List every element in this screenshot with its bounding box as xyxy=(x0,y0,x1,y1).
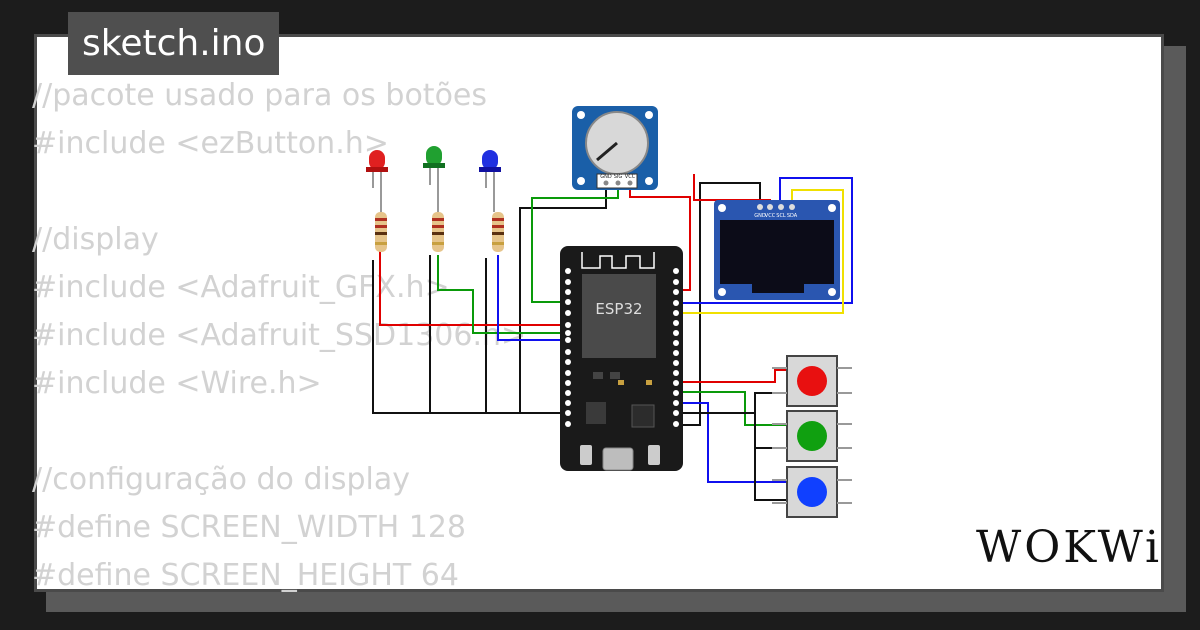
code-line: #define SCREEN_WIDTH 128 xyxy=(32,510,467,545)
wire-led-red-sig xyxy=(379,250,566,326)
code-line: #include <Adafruit_GFX.h> xyxy=(32,270,450,305)
button-green-cap[interactable] xyxy=(797,421,827,451)
resistor-3 xyxy=(492,212,504,252)
esp32-board[interactable]: ESP32 xyxy=(560,246,683,471)
oled-display[interactable]: GND VCC SCL SDA xyxy=(714,200,840,300)
wire-pot-vcc xyxy=(629,182,691,291)
code-preview: //pacote usado para os botões #include <e… xyxy=(32,72,526,600)
oled-pin-sda-label: SDA xyxy=(787,213,798,219)
wire-pot-sig xyxy=(531,182,619,303)
led-blue[interactable] xyxy=(479,150,501,212)
button-blue-cap[interactable] xyxy=(797,477,827,507)
wire-btn-gnd-3 xyxy=(754,448,790,501)
wire-pot-gnd xyxy=(519,182,607,413)
button-red-cap[interactable] xyxy=(797,366,827,396)
oled-pin-gnd-label: GND xyxy=(754,213,766,219)
oled-pin-scl-label: SCL xyxy=(776,213,786,219)
wire-led-green-sig xyxy=(437,255,566,334)
resistor-1 xyxy=(375,212,387,252)
esp32-label: ESP32 xyxy=(595,300,642,318)
wire-btn-blue xyxy=(678,402,790,483)
button-red[interactable] xyxy=(772,355,852,407)
led-green[interactable] xyxy=(423,146,445,212)
oled-pin-vcc-label: VCC xyxy=(765,213,776,219)
file-tab[interactable]: sketch.ino xyxy=(68,12,280,75)
pot-pin-sig-label: SIG xyxy=(614,174,623,180)
wokwi-logo: WOKWi xyxy=(976,522,1163,573)
pot-pin-gnd-label: GND xyxy=(600,174,612,180)
wire-led-red-gnd xyxy=(372,260,566,414)
code-line: //pacote usado para os botões xyxy=(32,78,488,113)
wires xyxy=(372,174,853,501)
code-line: #include <ezButton.h> xyxy=(32,126,389,161)
wire-btn-red xyxy=(678,369,790,383)
wire-btn-gnd-2 xyxy=(754,413,790,449)
code-line: //configuração do display xyxy=(32,462,410,497)
esp32-right-pins xyxy=(673,268,679,427)
wire-oled-gnd xyxy=(678,182,761,426)
wire-btn-green xyxy=(678,391,790,426)
esp32-left-pins xyxy=(565,268,571,427)
button-green[interactable] xyxy=(772,410,852,462)
led-red[interactable] xyxy=(366,150,388,212)
wire-oled-sda xyxy=(678,189,844,314)
code-line: #include <Wire.h> xyxy=(32,366,322,401)
pot-pin-vcc-label: VCC xyxy=(625,174,636,180)
code-line: //display xyxy=(32,222,159,257)
resistor-2 xyxy=(432,212,444,252)
wire-led-blue-sig xyxy=(497,255,566,341)
code-line: #include <Adafruit_SSD1306.h> xyxy=(32,318,527,353)
potentiometer[interactable]: GND SIG VCC xyxy=(572,106,658,190)
button-blue[interactable] xyxy=(772,466,852,518)
code-line: #define SCREEN_HEIGHT 64 xyxy=(32,558,459,593)
bottom-shadow xyxy=(46,592,1186,612)
